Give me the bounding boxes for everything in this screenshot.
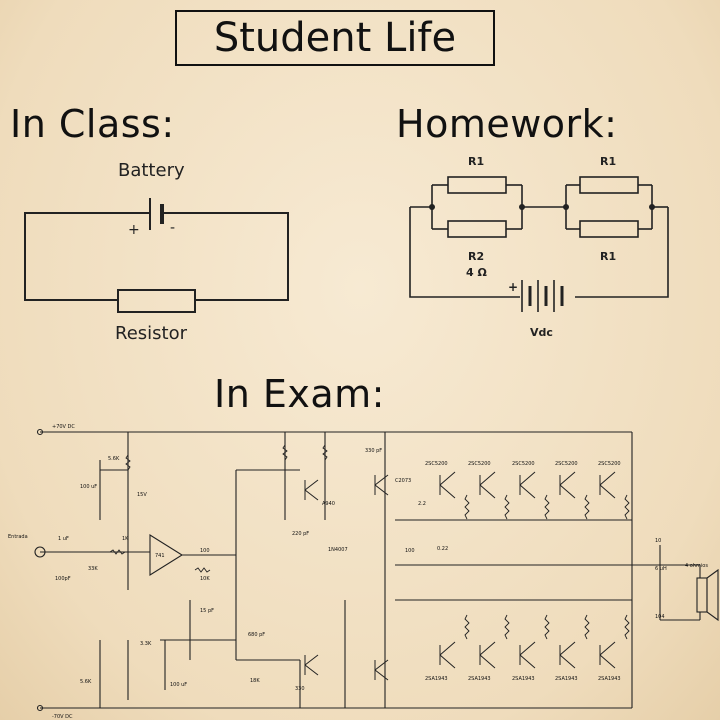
label-15v-top: 15V (137, 492, 147, 498)
label-100uf-top: 100 uF (80, 484, 97, 490)
supply-positive-label: +70V DC (52, 424, 75, 430)
exam-transistors (304, 471, 616, 681)
battery-label: Battery (118, 160, 185, 181)
q-bottom-1-label: 2SA1943 (425, 676, 448, 682)
label-18k: 18K (250, 678, 260, 684)
label-2-2: 2.2 (418, 501, 426, 507)
q-bottom-2-label: 2SA1943 (468, 676, 491, 682)
label-5-6k-top: 5.6K (108, 456, 120, 462)
in-class-heading: In Class: (10, 102, 175, 146)
q-bottom-3-label: 2SA1943 (512, 676, 535, 682)
q-top-4-label: 2SC5200 (555, 461, 578, 467)
homework-circuit (409, 176, 669, 312)
page-title: Student Life (175, 10, 495, 66)
q-top-5-label: 2SC5200 (598, 461, 621, 467)
label-5-6k-bottom: 5.6K (80, 679, 92, 685)
label-c2073: C2073 (395, 478, 411, 484)
label-100-driver: 100 (405, 548, 415, 554)
label-330pf: 330 pF (365, 448, 382, 454)
q-bottom-5-label: 2SA1943 (598, 676, 621, 682)
q-top-2-label: 2SC5200 (468, 461, 491, 467)
q-top-1-label: 2SC5200 (425, 461, 448, 467)
label-1uf: 1 uF (58, 536, 69, 542)
label-100uf-bottom: 100 uF (170, 682, 187, 688)
label-1k: 1K (122, 536, 129, 542)
label-100pf: 100pF (55, 576, 71, 582)
resistor-label: Resistor (115, 323, 187, 344)
label-3-3k: 3.3K (140, 641, 152, 647)
label-33k: 33K (88, 566, 98, 572)
label-a940: A940 (322, 501, 335, 507)
battery-minus-sign: - (170, 220, 176, 236)
in-exam-heading: In Exam: (214, 372, 385, 416)
homework-heading: Homework: (396, 102, 618, 146)
r1-top-left-label: R1 (468, 155, 485, 168)
label-10k: 10K (200, 576, 210, 582)
label-6uh: 6 uH (655, 566, 667, 572)
amplifier-schematic (34, 428, 719, 712)
opamp-label: 741 (155, 553, 165, 559)
label-680pf: 680 pF (248, 632, 265, 638)
label-1n4007: 1N4007 (328, 547, 348, 553)
vdc-plus-sign: + (508, 280, 519, 294)
input-label: Entrada (8, 534, 28, 540)
label-330: 330 (295, 686, 305, 692)
vdc-label: Vdc (530, 326, 553, 339)
r2-label: R2 (468, 250, 485, 263)
r1-top-right-label: R1 (600, 155, 617, 168)
simple-circuit (24, 198, 289, 313)
label-0-22: 0.22 (437, 546, 448, 552)
supply-negative-label: -70V DC (52, 714, 73, 720)
r1-bottom-right-label: R1 (600, 250, 617, 263)
speaker-label: 4 ohmios (685, 563, 708, 569)
resistor-symbol (117, 289, 196, 313)
homework-junctions (429, 204, 655, 210)
label-104: 104 (655, 614, 665, 620)
q-top-3-label: 2SC5200 (512, 461, 535, 467)
exam-resistors (109, 444, 630, 640)
r2-value: 4 Ω (466, 266, 487, 279)
battery-plus-sign: + (128, 222, 140, 238)
label-15pf: 15 pF (200, 608, 214, 614)
label-10: 10 (655, 538, 661, 544)
label-100: 100 (200, 548, 210, 554)
q-bottom-4-label: 2SA1943 (555, 676, 578, 682)
label-220pf: 220 pF (292, 531, 309, 537)
